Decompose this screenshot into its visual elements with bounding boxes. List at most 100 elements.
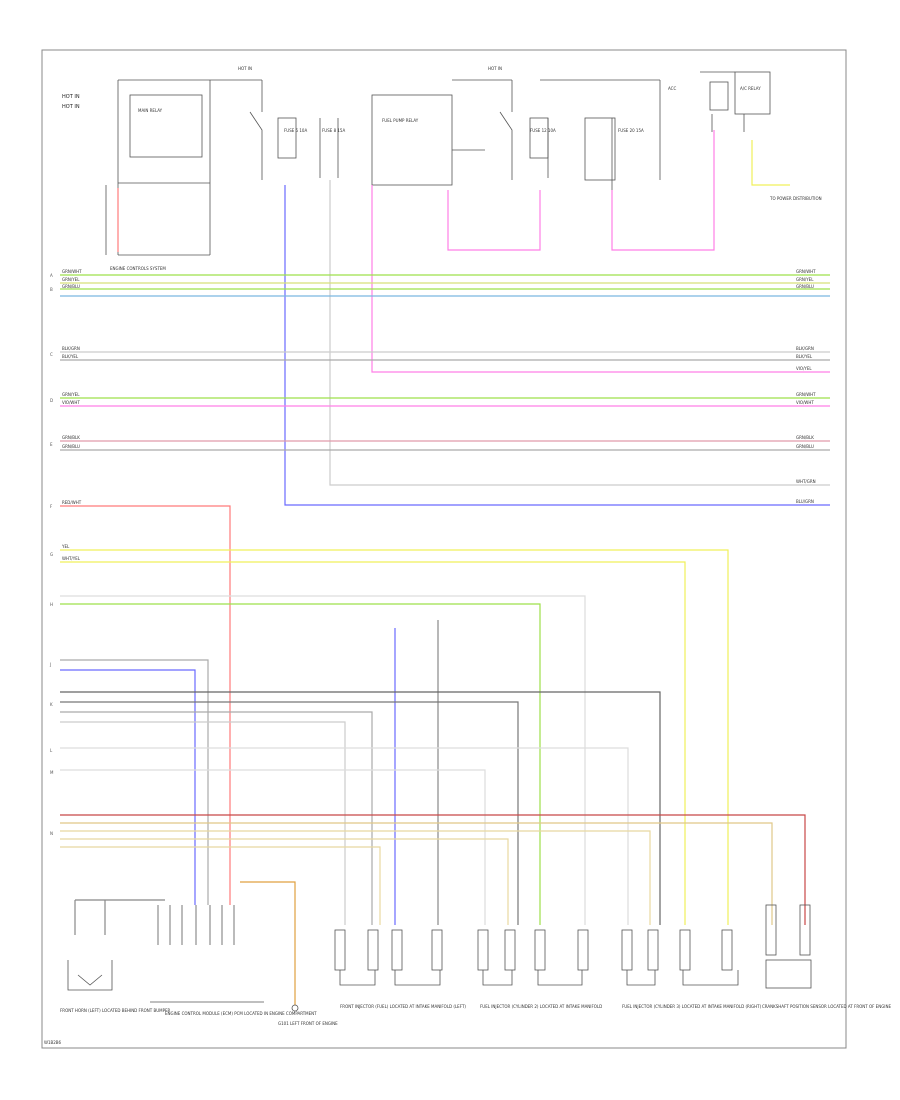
- ac-relay-box: [584, 117, 616, 181]
- inj3-label: FUEL INJECTOR (CYLINDER 3) LOCATED AT IN…: [622, 1004, 762, 1009]
- ground-label: G101 LEFT FRONT OF ENGINE: [278, 1021, 338, 1026]
- bus-labels-right: GRN/WHT GRN/YEL GRN/BLU BLK/GRN BLK/YEL …: [796, 269, 816, 504]
- bus-label-right-11: WHT/GRN: [796, 479, 816, 484]
- ground-symbol: [291, 1004, 299, 1012]
- top-colored-wires: [117, 130, 830, 506]
- bus-label-left-7: VIO/WHT: [62, 400, 80, 405]
- bus-label-left-12: WHT/YEL: [62, 556, 81, 561]
- pin-letter-9: J: [49, 662, 51, 667]
- bus-labels-left: GRN/WHT GRN/YEL GRN/BLU BLK/GRN BLK/YEL …: [61, 269, 82, 561]
- wire-gray-ecm-1: [60, 659, 209, 905]
- bus-label-left-10: RED/WHT: [62, 500, 82, 505]
- top-label-2: HOT IN: [62, 104, 80, 110]
- wire-blue-vertical: [284, 185, 830, 506]
- injector-1: [334, 929, 443, 986]
- pin-letter-13: N: [50, 831, 53, 836]
- horn-left-shape: [67, 960, 113, 991]
- bottom-components: [67, 904, 812, 1012]
- relay-label-ac: A/C RELAY: [740, 86, 761, 91]
- inj2-label: FUEL INJECTOR (CYLINDER 2) LOCATED AT IN…: [480, 1004, 602, 1009]
- wire-lightgray-3: [60, 747, 629, 925]
- bus-label-left-1: GRN/WHT: [62, 269, 82, 274]
- bus-label-right-6: VIO/YEL: [796, 366, 812, 371]
- wire-blue-ecm: [60, 669, 196, 905]
- bottom-labels: FRONT HORN (LEFT) LOCATED BEHIND FRONT B…: [44, 1004, 891, 1045]
- bus-label-right-9: GRN/BLK: [796, 435, 814, 440]
- wire-yellow-2: [60, 561, 686, 925]
- bus-label-left-6: GRN/YEL: [62, 392, 80, 397]
- wire-pink-right: [611, 130, 715, 251]
- left-pin-letters: A B C D E F G H J K L M N: [49, 273, 54, 836]
- ecm-connector: [150, 905, 264, 1003]
- hot-in-label-1: HOT IN: [238, 66, 252, 71]
- wire-lightgray-4: [60, 769, 486, 925]
- fuse-label-4: FUSE 20 15A: [618, 128, 644, 133]
- fuse-2: [529, 117, 549, 159]
- bus-label-right-5: BLK/YEL: [796, 354, 813, 359]
- pin-letter-7: G: [50, 552, 53, 557]
- injector-2: [477, 929, 589, 986]
- acc-label: ACC: [668, 86, 676, 91]
- bus-label-left-11: YEL: [61, 544, 70, 549]
- ckp-sensor: [765, 904, 812, 989]
- wire-pink-main: [371, 185, 830, 373]
- bus-label-right-3: GRN/BLU: [796, 284, 814, 289]
- bus-label-right-1: GRN/WHT: [796, 269, 816, 274]
- wire-dark-2: [60, 701, 519, 925]
- pin-letter-8: H: [50, 602, 53, 607]
- bus-label-right-4: BLK/GRN: [796, 346, 814, 351]
- pin-letter-6: F: [50, 504, 53, 509]
- wire-lightgray-2: [60, 721, 346, 925]
- bus-label-left-8: GRN/BLK: [62, 435, 80, 440]
- pin-letter-4: D: [50, 398, 53, 403]
- relay-contact: [709, 81, 729, 111]
- inj1-label: FRONT INJECTOR (FUEL) LOCATED AT INTAKE …: [340, 1004, 466, 1009]
- wire-pink-loop: [447, 190, 541, 251]
- pin-letter-5: E: [50, 442, 53, 447]
- bus-label-left-2: GRN/YEL: [62, 277, 80, 282]
- ecm-label: ENGINE CONTROL MODULE (ECM) PCM LOCATED …: [165, 1011, 317, 1016]
- bus-label-left-3: GRN/BLU: [62, 284, 80, 289]
- bus-label-left-9: GRN/BLU: [62, 444, 80, 449]
- fuse-label-2: FUSE 8 15A: [322, 128, 345, 133]
- power-distribution-box: [734, 71, 771, 115]
- diagram-border: [41, 49, 847, 1049]
- bus-label-right-10: GRN/BLU: [796, 444, 814, 449]
- bus-label-right-7: GRN/WHT: [796, 392, 816, 397]
- pin-letter-11: L: [50, 748, 53, 753]
- horn-label: FRONT HORN (LEFT) LOCATED BEHIND FRONT B…: [60, 1008, 171, 1013]
- wire-tan-1: [60, 822, 773, 925]
- relay-text: MAIN RELAY FUEL PUMP RELAY A/C RELAY FUS…: [110, 66, 822, 271]
- pin-letter-2: B: [50, 287, 53, 292]
- lower-wires: [60, 505, 806, 1005]
- relay-label-main: MAIN RELAY: [138, 108, 163, 113]
- injector-3: [621, 929, 739, 986]
- bus-label-right-12: BLU/GRN: [796, 499, 814, 504]
- wire-yellow-1: [60, 549, 729, 925]
- top-label-1: HOT IN: [62, 94, 80, 100]
- bus-label-left-4: BLK/GRN: [62, 346, 80, 351]
- relay-section: [105, 71, 771, 256]
- ckp-label: CRANKSHAFT POSITION SENSOR LOCATED AT FR…: [762, 1004, 891, 1009]
- bus-wires: [60, 274, 830, 451]
- hot-in-label-2: HOT IN: [488, 66, 502, 71]
- wire-gray-dashed: [329, 180, 830, 486]
- wire-yellow-top-right: [751, 140, 790, 186]
- wire-tan-4: [60, 846, 381, 925]
- note-engine-controls: ENGINE CONTROLS SYSTEM: [110, 266, 166, 271]
- bus-label-right-8: VIO/WHT: [796, 400, 814, 405]
- figure-code: W1B2B6: [44, 1040, 62, 1045]
- fuse-label-3: FUSE 12 10A: [530, 128, 556, 133]
- main-relay-box: [129, 94, 203, 158]
- wire-red-ecm: [60, 505, 231, 905]
- pin-letter-1: A: [50, 273, 53, 278]
- wire-tan-3: [60, 838, 509, 925]
- pin-letter-3: C: [50, 352, 53, 357]
- relay-label-fuel: FUEL PUMP RELAY: [382, 118, 419, 123]
- pin-letter-12: M: [50, 770, 54, 775]
- bus-label-right-2: GRN/YEL: [796, 277, 814, 282]
- fuse-label-1: FUSE 5 10A: [284, 128, 307, 133]
- fuse-1: [277, 117, 297, 159]
- wire-horn: [74, 899, 165, 935]
